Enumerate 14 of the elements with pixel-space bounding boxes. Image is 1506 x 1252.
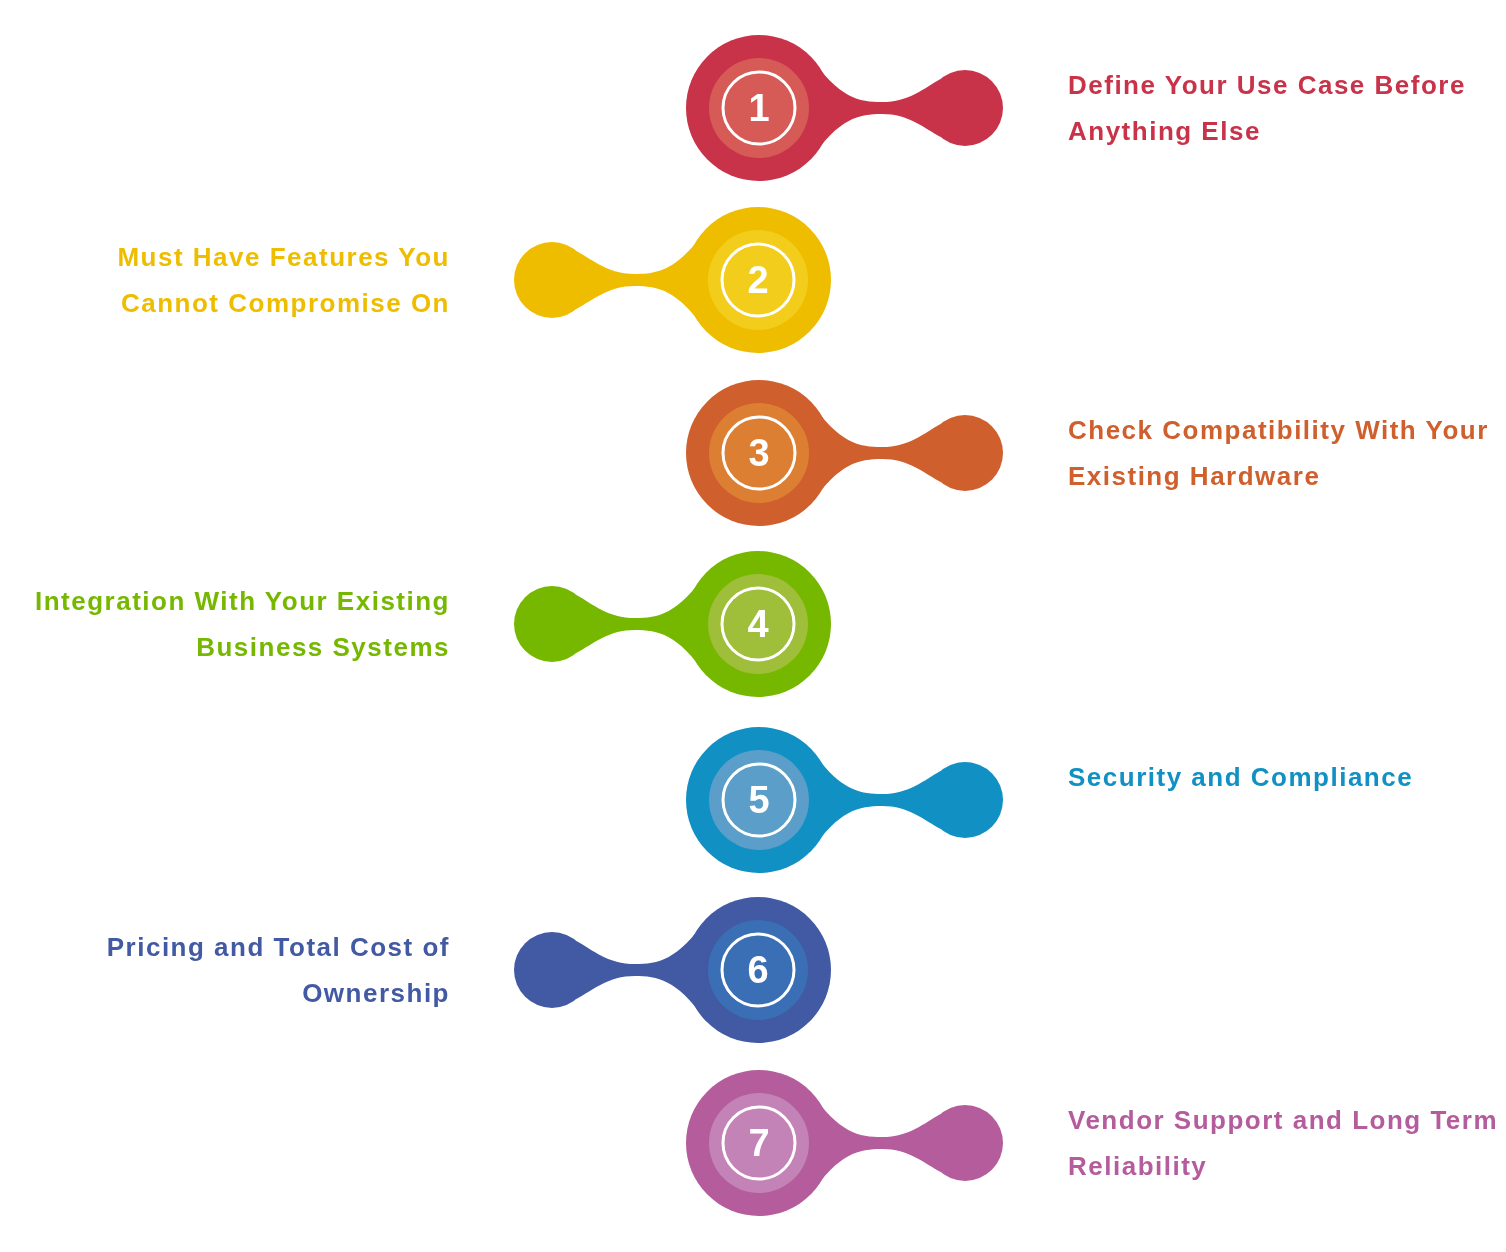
- step-number: 2: [746, 258, 770, 303]
- step-number: 7: [747, 1121, 771, 1166]
- step-label: Must Have Features You Cannot Compromise On: [116, 241, 450, 320]
- step-label: Integration With Your Existing Business Systems: [33, 585, 450, 664]
- step-label: Define Your Use Case Before Anything Else: [1068, 69, 1467, 148]
- step-number: 6: [746, 948, 770, 993]
- step-label: Vendor Support and Long Term Reliability: [1068, 1104, 1500, 1183]
- step-number: 5: [747, 778, 771, 823]
- step-label: Check Compatibility With Your Existing Hardware: [1068, 414, 1490, 493]
- step-label: Security and Compliance: [1068, 761, 1415, 794]
- step-number: 4: [746, 602, 770, 647]
- step-number: 3: [747, 431, 771, 476]
- step-number: 1: [747, 86, 771, 131]
- step-label: Pricing and Total Cost of Ownership: [105, 931, 450, 1010]
